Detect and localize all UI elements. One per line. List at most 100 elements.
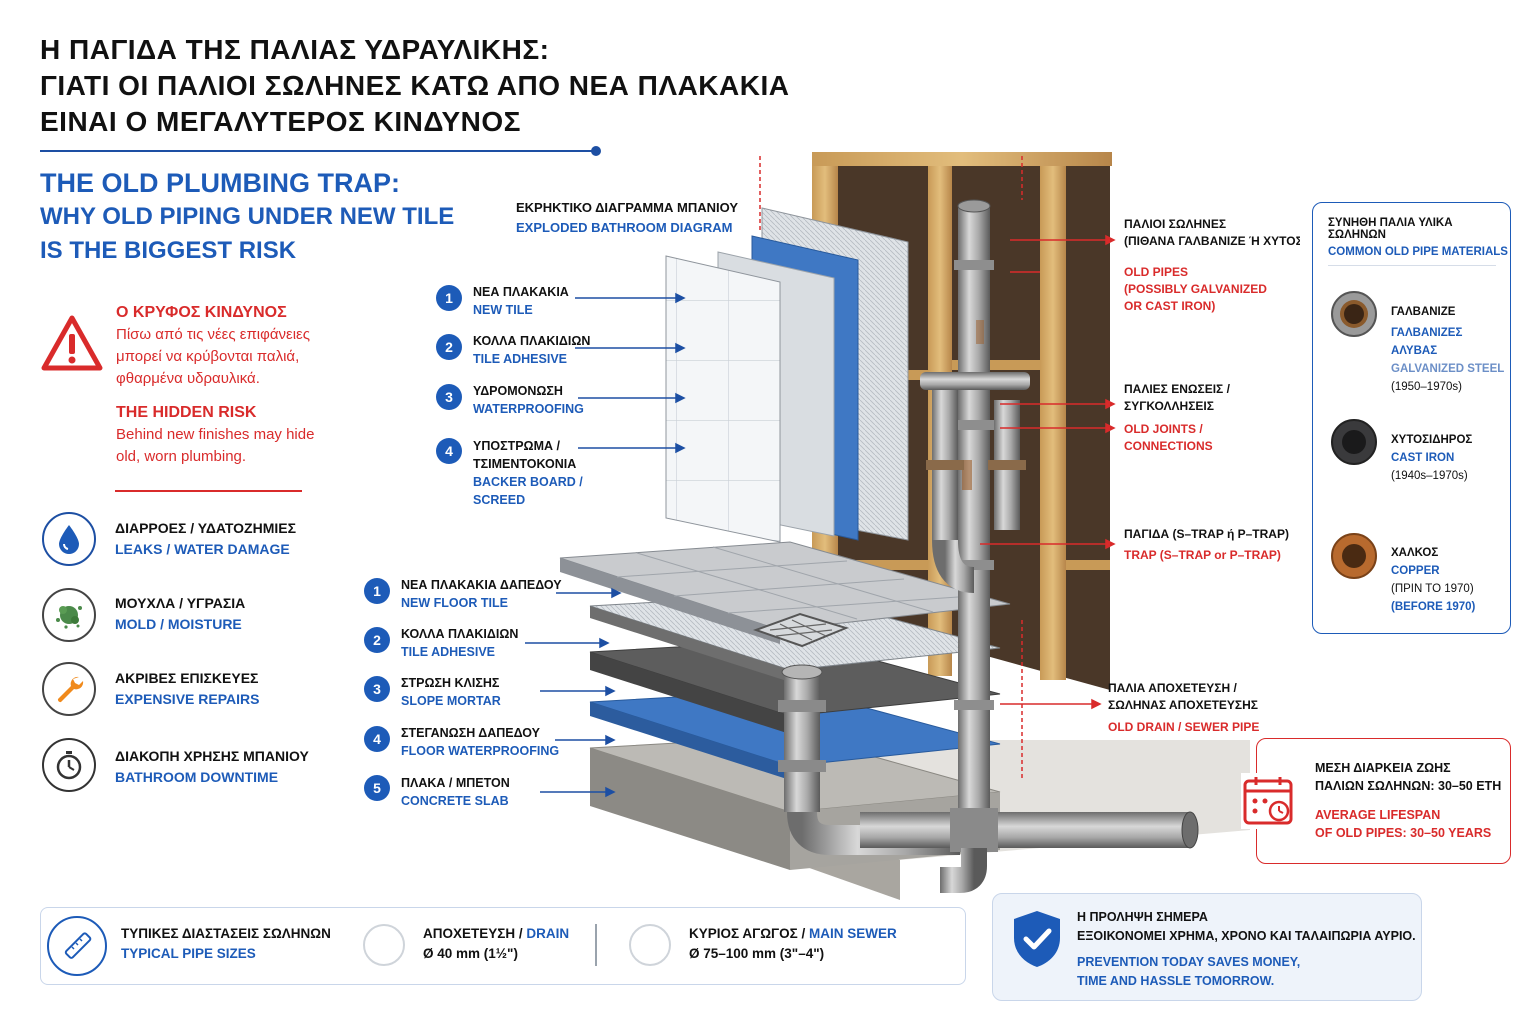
materials-title-gr: ΣΥΝΗΘΗ ΠΑΛΙΑ ΥΛΙΚΑ ΣΩΛΗΝΩΝ bbox=[1328, 217, 1453, 241]
hidden-risk-text-gr: Πίσω από τις νέες επιφάνειες μπορεί να κ… bbox=[116, 324, 316, 390]
wall-layer-label-3: ΥΔΡΟΜΟΝΩΣΗ WATERPROOFING bbox=[473, 384, 584, 416]
lifespan-gr: ΜΕΣΗ ΔΙΑΡΚΕΙΑ ΖΩΗΣ bbox=[1315, 761, 1451, 775]
prevention-box: Η ΠΡΟΛΗΨΗ ΣΗΜΕΡΑ ΕΞΟΙΚΟΝΟΜΕΙ ΧΡΗΜΑ, ΧΡΟΝ… bbox=[992, 893, 1422, 1001]
pipe-label-en: (POSSIBLY GALVANIZED bbox=[1124, 282, 1267, 296]
pipe-sizes-title: ΤΥΠΙΚΕΣ ΔΙΑΣΤΑΣΕΙΣ ΣΩΛΗΝΩΝ TYPICAL PIPE … bbox=[121, 926, 331, 961]
floor-layer-number: 3 bbox=[364, 676, 390, 702]
pipe-label-en: OLD DRAIN / SEWER PIPE bbox=[1108, 720, 1260, 734]
pipe-sizes-title-gr: ΤΥΠΙΚΕΣ ΔΙΑΣΤΑΣΕΙΣ ΣΩΛΗΝΩΝ bbox=[121, 926, 331, 941]
vertical-stack-pipe bbox=[954, 199, 994, 846]
warning-triangle-icon bbox=[40, 314, 104, 379]
floor-layer-gr: ΣΤΕΓΑΝΩΣΗ ΔΑΠΕΔΟΥ bbox=[401, 726, 540, 740]
wall-layer-label-2: ΚΟΛΛΑ ΠΛΑΚΙΔΙΩΝ TILE ADHESIVE bbox=[473, 334, 590, 366]
diagram-title-en: EXPLODED BATHROOM DIAGRAM bbox=[516, 220, 733, 235]
floor-drain-grate bbox=[753, 612, 849, 648]
pipe-label-en: OLD PIPES bbox=[1124, 265, 1189, 279]
issue-en-label: LEAKS / WATER DAMAGE bbox=[115, 541, 290, 557]
materials-title: ΣΥΝΗΘΗ ΠΑΛΙΑ ΥΛΙΚΑ ΣΩΛΗΝΩΝ COMMON OLD PI… bbox=[1328, 217, 1510, 258]
lifespan-gr: ΠΑΛΙΩΝ ΣΩΛΗΝΩΝ: 30–50 ΕΤΗ bbox=[1315, 779, 1502, 793]
floor-layer-number: 5 bbox=[364, 775, 390, 801]
page-title-english: THE OLD PLUMBING TRAP: WHY OLD PIPING UN… bbox=[40, 166, 454, 268]
calendar-icon bbox=[1241, 773, 1297, 829]
floor-layer-en: SLOPE MORTAR bbox=[401, 694, 501, 708]
prevention-en: TIME AND HASSLE TOMORROW. bbox=[1077, 974, 1275, 988]
material-gr2: ΓΑΛΒΑΝΙΖΕΣ ΑΛΥΒΑΣ bbox=[1391, 327, 1463, 357]
drain-size: ΑΠΟΧΕΤΕΥΣΗ / DRAIN Ø 40 mm (1½") bbox=[423, 926, 569, 961]
material-years-en: (BEFORE 1970) bbox=[1391, 601, 1476, 613]
pipe-label-en: TRAP (S–TRAP or P–TRAP) bbox=[1124, 548, 1281, 562]
title-divider-dot bbox=[591, 146, 601, 156]
drain-label-en: DRAIN bbox=[526, 926, 570, 941]
pipe-label-gr: (ΠΙΘΑΝΑ ΓΑΛΒΑΝΙΖΕ Ή ΧΥΤΟΣΙΔ bbox=[1124, 234, 1300, 248]
pipe-label-gr: ΠΑΛΙΑ ΑΠΟΧΕΤΕΥΣΗ / bbox=[1108, 681, 1237, 695]
mold-icon bbox=[42, 588, 96, 642]
drain-size-value: Ø 40 mm (1½") bbox=[423, 946, 518, 961]
floor-layer-new-tile bbox=[559, 541, 1011, 644]
wall-layer-en: TILE ADHESIVE bbox=[473, 352, 567, 366]
title-english-line-1: THE OLD PLUMBING TRAP: bbox=[40, 168, 400, 198]
shield-check-icon bbox=[1009, 908, 1065, 975]
floor-layer-label-4: ΣΤΕΓΑΝΩΣΗ ΔΑΠΕΔΟΥ FLOOR WATERPROOFING bbox=[401, 726, 559, 758]
hidden-risk-gr-line: Πίσω από τις νέες επιφάνειες bbox=[116, 326, 310, 343]
issue-gr-label: ΑΚΡΙΒΕΣ ΕΠΙΣΚΕΥΕΣ bbox=[115, 670, 259, 686]
materials-title-en: COMMON OLD PIPE MATERIALS bbox=[1328, 246, 1508, 258]
hidden-risk-gr-line: μπορεί να κρύβονται παλιά, bbox=[116, 348, 300, 365]
issue-leaks: ΔΙΑΡΡΟΕΣ / ΥΔΑΤΟΖΗΜΙΕΣ LEAKS / WATER DAM… bbox=[115, 520, 296, 557]
floor-layer-label-2: ΚΟΛΛΑ ΠΛΑΚΙΔΙΩΝ TILE ADHESIVE bbox=[401, 627, 518, 659]
wall-layer-number: 3 bbox=[436, 384, 462, 410]
floor-layer-label-1: ΝΕΑ ΠΛΑΚΑΚΙΑ ΔΑΠΕΔΟΥ NEW FLOOR TILE bbox=[401, 578, 562, 610]
horizontal-sewer-pipe bbox=[860, 808, 1199, 893]
issue-gr-label: ΔΙΑΚΟΠΗ ΧΡΗΣΗΣ ΜΠΑΝΙΟΥ bbox=[115, 748, 309, 764]
pipe-label-old-joints: ΠΑΛΙΕΣ ΕΝΩΣΕΙΣ / ΣΥΓΚΟΛΛΗΣΕΙΣ OLD JOINTS… bbox=[1124, 381, 1230, 455]
prevention-gr: Η ΠΡΟΛΗΨΗ ΣΗΜΕΡΑ bbox=[1077, 910, 1208, 924]
cast-iron-pipe-icon bbox=[1329, 417, 1379, 472]
wall-layer-label-1: ΝΕΑ ΠΛΑΚΑΚΙΑ NEW TILE bbox=[473, 285, 569, 317]
wall-layer-gr: ΥΔΡΟΜΟΝΩΣΗ bbox=[473, 384, 563, 398]
floor-layer-gr: ΣΤΡΩΣΗ ΚΛΙΣΗΣ bbox=[401, 676, 500, 690]
trap-pipes bbox=[920, 372, 1030, 593]
floor-layer-number: 2 bbox=[364, 627, 390, 653]
wall-layer-en: NEW TILE bbox=[473, 303, 533, 317]
diagram-title: ΕΚΡΗΚΤΙΚΟ ΔΙΑΓΡΑΜΜΑ ΜΠΑΝΙΟΥ EXPLODED BAT… bbox=[516, 200, 738, 235]
floor-layer-label-3: ΣΤΡΩΣΗ ΚΛΙΣΗΣ SLOPE MORTAR bbox=[401, 676, 501, 708]
prevention-text: Η ΠΡΟΛΗΨΗ ΣΗΜΕΡΑ ΕΞΟΙΚΟΝΟΜΕΙ ΧΡΗΜΑ, ΧΡΟΝ… bbox=[1077, 908, 1416, 991]
floor-layer-number: 1 bbox=[364, 578, 390, 604]
title-greek-line-3: ΕΙΝΑΙ Ο ΜΕΓΑΛΥΤΕΡΟΣ ΚΙΝΔΥΝΟΣ bbox=[40, 106, 521, 137]
hidden-risk-title-gr: Ο ΚΡΥΦΟΣ ΚΙΝΔΥΝΟΣ bbox=[116, 304, 287, 321]
floor-layer-label-5: ΠΛΑΚΑ / ΜΠΕΤΟΝ CONCRETE SLAB bbox=[401, 776, 510, 808]
lifespan-text: ΜΕΣΗ ΔΙΑΡΚΕΙΑ ΖΩΗΣ ΠΑΛΙΩΝ ΣΩΛΗΝΩΝ: 30–50… bbox=[1315, 759, 1501, 842]
floor-layer-gr: ΝΕΑ ΠΛΑΚΑΚΙΑ ΔΑΠΕΔΟΥ bbox=[401, 578, 562, 592]
materials-divider bbox=[1328, 265, 1496, 266]
material-galvanized: ΓΑΛΒΑΝΙΖΕ ΓΑΛΒΑΝΙΖΕΣ ΑΛΥΒΑΣ GALVANIZED S… bbox=[1391, 303, 1510, 396]
lifespan-en: AVERAGE LIFESPAN bbox=[1315, 808, 1441, 822]
floor-layer-en: FLOOR WATERPROOFING bbox=[401, 744, 560, 758]
prevention-gr: ΕΞΟΙΚΟΝΟΜΕΙ ΧΡΗΜΑ, ΧΡΟΝΟ ΚΑΙ ΤΑΛΑΙΠΩΡΙΑ … bbox=[1077, 929, 1416, 943]
copper-pipe-icon bbox=[1329, 531, 1379, 586]
wall-layer-en: SCREED bbox=[473, 493, 526, 507]
main-sewer-circle-icon bbox=[629, 924, 671, 966]
floor-layer-number: 4 bbox=[364, 726, 390, 752]
diagram-title-gr: ΕΚΡΗΚΤΙΚΟ ΔΙΑΓΡΑΜΜΑ ΜΠΑΝΙΟΥ bbox=[516, 200, 739, 215]
wall-layer-number: 2 bbox=[436, 334, 462, 360]
material-en: COPPER bbox=[1391, 565, 1440, 577]
floor-layer-gr: ΠΛΑΚΑ / ΜΠΕΤΟΝ bbox=[401, 776, 510, 790]
wall-layer-number: 1 bbox=[436, 285, 462, 311]
stopwatch-icon bbox=[42, 738, 96, 792]
hidden-risk-block: Ο ΚΡΥΦΟΣ ΚΙΝΔΥΝΟΣ Πίσω από τις νέες επιφ… bbox=[116, 304, 316, 468]
hidden-risk-en-line: old, worn plumbing. bbox=[116, 448, 247, 465]
issue-gr-label: ΜΟΥΧΛΑ / ΥΓΡΑΣΙΑ bbox=[115, 595, 246, 611]
pipe-label-drain: ΠΑΛΙΑ ΑΠΟΧΕΤΕΥΣΗ / ΣΩΛΗΝΑΣ ΑΠΟΧΕΤΕΥΣΗΣ O… bbox=[1108, 680, 1259, 736]
issue-downtime: ΔΙΑΚΟΠΗ ΧΡΗΣΗΣ ΜΠΑΝΙΟΥ BATHROOM DOWNTIME bbox=[115, 748, 309, 785]
wall-layer-en: BACKER BOARD / bbox=[473, 475, 583, 489]
pipe-sizes-bar: ΤΥΠΙΚΕΣ ΔΙΑΣΤΑΣΕΙΣ ΣΩΛΗΝΩΝ TYPICAL PIPE … bbox=[40, 907, 966, 985]
prevention-en: PREVENTION TODAY SAVES MONEY, bbox=[1077, 955, 1301, 969]
lifespan-box: ΜΕΣΗ ΔΙΑΡΚΕΙΑ ΖΩΗΣ ΠΑΛΙΩΝ ΣΩΛΗΝΩΝ: 30–50… bbox=[1241, 738, 1511, 864]
pipe-label-gr: ΣΥΓΚΟΛΛΗΣΕΙΣ bbox=[1124, 399, 1214, 413]
pipe-label-old-pipes: ΠΑΛΙΟΙ ΣΩΛΗΝΕΣ (ΠΙΘΑΝΑ ΓΑΛΒΑΝΙΖΕ Ή ΧΥΤΟΣ… bbox=[1124, 216, 1300, 315]
material-en: GALVANIZED STEEL bbox=[1391, 363, 1505, 375]
pipe-label-en: OLD JOINTS / bbox=[1124, 422, 1203, 436]
material-years: (1940s–1970s) bbox=[1391, 470, 1468, 482]
pipe-label-gr: ΠΑΓΙΔΑ (S–TRAP ή P–TRAP) bbox=[1124, 527, 1289, 541]
material-en: CAST IRON bbox=[1391, 452, 1455, 464]
